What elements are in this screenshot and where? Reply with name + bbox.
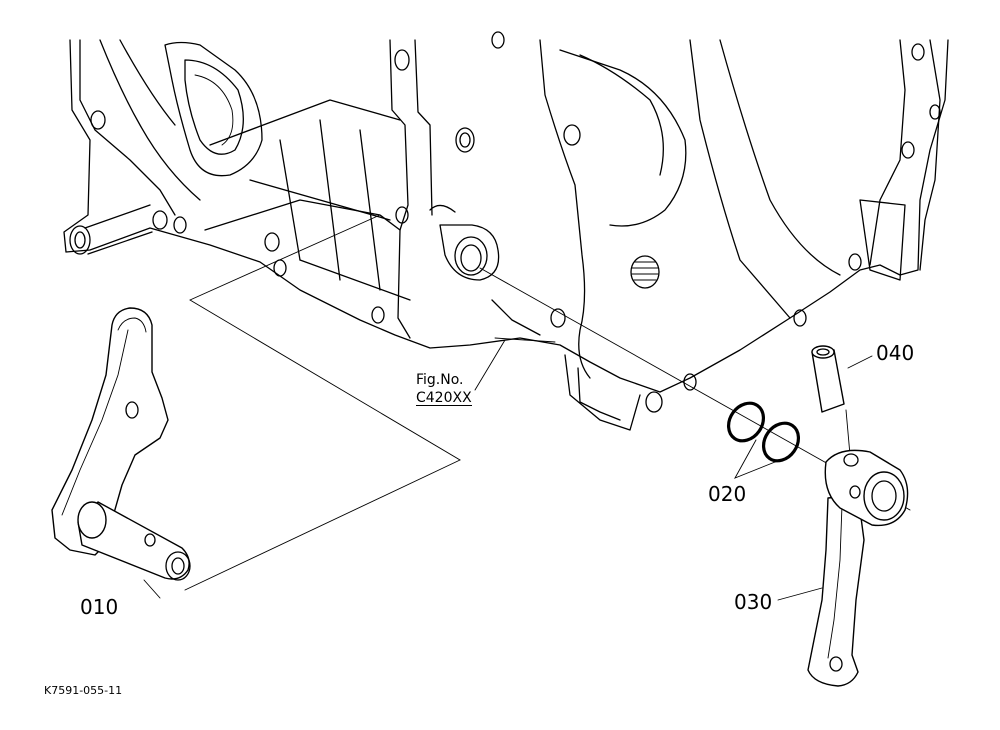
reference-lines	[184, 214, 911, 591]
part-label-010: 010	[80, 595, 119, 619]
part-label-020: 020	[708, 482, 747, 506]
part-label-040: 040	[876, 341, 915, 365]
part-030-lever-hub	[807, 449, 909, 687]
drawing-code-label: K7591-055-11	[44, 684, 123, 697]
engine-housing	[63, 31, 949, 431]
figure-reference-code-label: C420XX	[416, 390, 472, 406]
figure-reference-number-label: Fig.No.	[416, 372, 464, 388]
part-020-o-rings	[726, 401, 801, 463]
part-010-shaft-lever	[51, 307, 191, 581]
part-040-pin	[811, 345, 851, 456]
part-label-030: 030	[734, 590, 773, 614]
leader-lines	[143, 355, 873, 601]
